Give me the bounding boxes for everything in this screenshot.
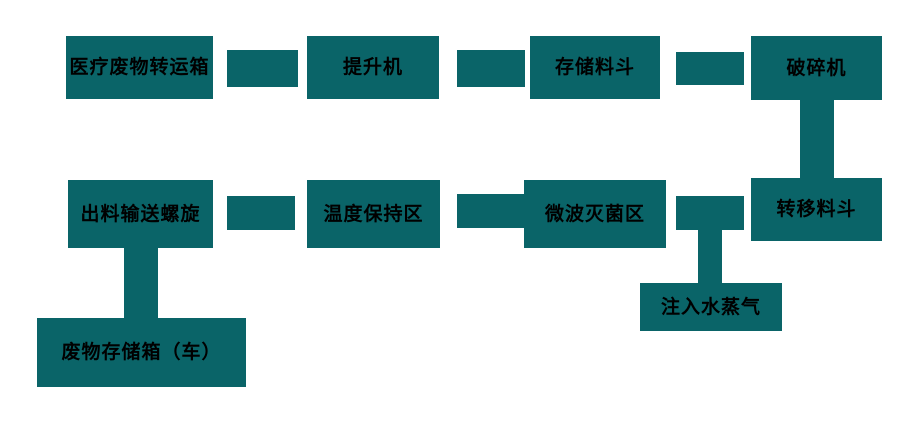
node-storage-hopper[interactable]: 存储料斗	[530, 36, 660, 99]
node-transfer-hopper[interactable]: 转移料斗	[751, 178, 882, 241]
node-label: 转移料斗	[776, 198, 857, 221]
conn-microwave-to-temphold	[457, 194, 525, 228]
conn-temphold-to-dischargescrew	[227, 196, 295, 230]
node-label: 破碎机	[786, 56, 847, 79]
conn-dischargescrew-to-storagebin	[124, 248, 158, 319]
conn-steam-to-microwave	[698, 228, 722, 285]
node-label: 提升机	[342, 56, 403, 79]
node-label: 微波灭菌区	[544, 202, 645, 225]
node-steam-injection[interactable]: 注入水蒸气	[640, 283, 782, 331]
node-label: 出料输送螺旋	[80, 202, 201, 225]
node-waste-storage-bin[interactable]: 废物存储箱（车）	[37, 318, 246, 387]
node-waste-transfer-box[interactable]: 医疗废物转运箱	[66, 36, 213, 99]
conn-crusher-to-transferhopper	[800, 100, 834, 178]
node-crusher[interactable]: 破碎机	[751, 36, 882, 100]
conn-transferbox-to-hoist	[227, 50, 298, 87]
node-label: 医疗废物转运箱	[69, 56, 210, 79]
node-label: 存储料斗	[554, 56, 635, 79]
node-hoist[interactable]: 提升机	[307, 36, 439, 99]
node-label: 废物存储箱（车）	[61, 341, 222, 364]
node-label: 温度保持区	[323, 202, 424, 225]
node-microwave-sterilizer[interactable]: 微波灭菌区	[524, 180, 666, 248]
conn-storagehopper-to-crusher	[676, 52, 744, 85]
node-label: 注入水蒸气	[660, 295, 761, 318]
conn-hoist-to-storagehopper	[457, 50, 525, 87]
node-discharge-screw[interactable]: 出料输送螺旋	[68, 180, 213, 248]
node-temperature-hold-zone[interactable]: 温度保持区	[307, 180, 440, 248]
conn-transferhopper-to-microwave	[676, 196, 744, 230]
